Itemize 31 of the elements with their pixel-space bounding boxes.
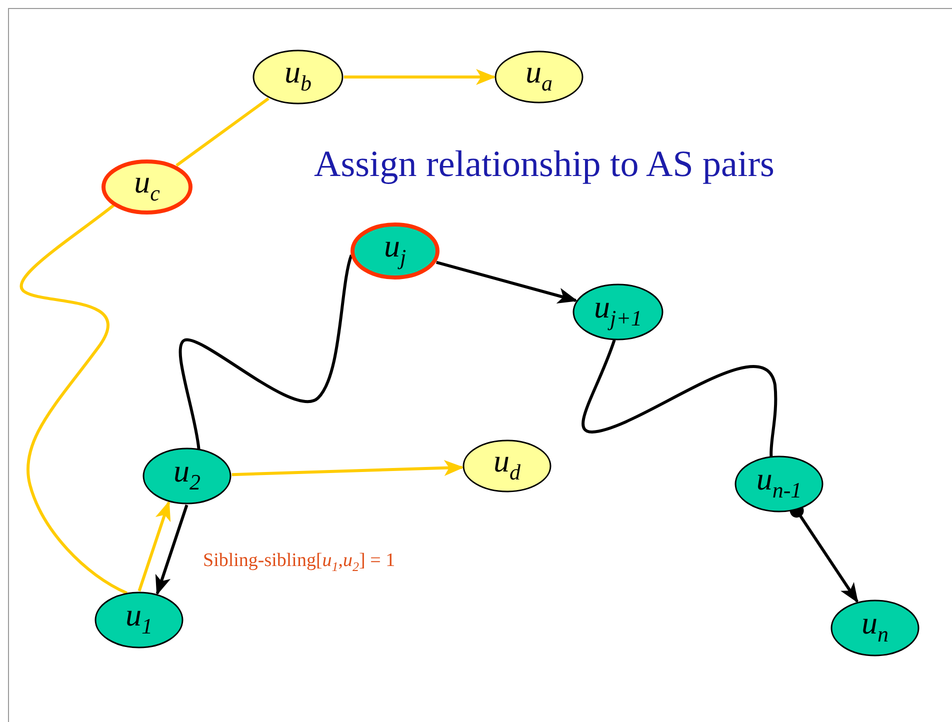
node-label: u$_{n-1}$: [755, 462, 803, 502]
annotation-text: Sibling-sibling[u$_{1}$,u$_{2}$] = 1: [203, 550, 396, 575]
node-label: u$_{a}$: [524, 56, 554, 94]
node-label: u$_{b}$: [284, 56, 312, 94]
node-ellipse: [102, 160, 192, 214]
node-label: u$_{j}$: [382, 230, 408, 268]
node-label: u$_{c}$: [133, 166, 161, 204]
arrow: [344, 69, 496, 85]
connector-line: [176, 97, 270, 167]
node-ellipse: [735, 456, 823, 512]
title: Assign relationship to AS pairs: [314, 143, 774, 186]
node-ellipse: [143, 448, 231, 504]
connector-line: [178, 254, 353, 450]
arrow: [436, 260, 578, 304]
node-ellipse: [463, 440, 551, 492]
node-ellipse: [573, 284, 663, 340]
node-label: u$_{j+1}$: [593, 290, 643, 330]
node-label: u$_{d}$: [492, 444, 522, 484]
arrow: [155, 504, 188, 596]
node-ellipse: [831, 600, 919, 656]
node-ellipse: [351, 223, 439, 279]
connector-line: [582, 339, 778, 456]
node-ellipse: [253, 50, 343, 104]
node-ellipse: [495, 51, 583, 103]
arrow: [232, 460, 464, 476]
node-label: u$_{1}$: [124, 598, 154, 638]
connector-line: [20, 204, 128, 594]
node-label: u$_{2}$: [172, 454, 202, 494]
node-ellipse: [95, 592, 183, 648]
arrow: [138, 500, 171, 592]
node-label: u$_{n}$: [860, 606, 890, 646]
